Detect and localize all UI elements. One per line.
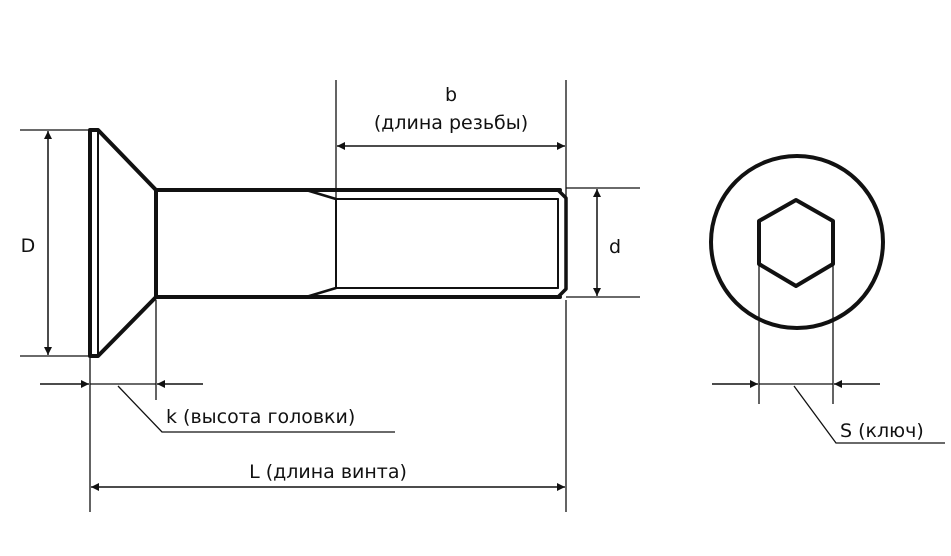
screw-head-front-view [709, 154, 885, 330]
label-S: S (ключ) [840, 420, 924, 442]
label-b-symbol: b [445, 84, 457, 106]
label-D: D [21, 235, 36, 257]
thread-start-top [304, 188, 338, 201]
extension-lines [20, 80, 834, 512]
leader-k [117, 385, 395, 433]
label-L: L (длина винта) [249, 461, 407, 483]
label-d: d [609, 236, 621, 258]
label-k: k (высота головки) [166, 406, 355, 428]
leader-S [793, 385, 945, 444]
screw-side-view [88, 128, 568, 358]
screw-head-outline [88, 128, 158, 358]
screw-tip-chamfer [556, 188, 568, 299]
dimension-lines [40, 131, 880, 491]
hex-socket-icon [757, 198, 835, 288]
label-b-caption: (длина резьбы) [374, 112, 528, 134]
leader-lines [117, 385, 945, 444]
head-circle [709, 154, 885, 330]
thread-start-bottom [304, 286, 338, 299]
